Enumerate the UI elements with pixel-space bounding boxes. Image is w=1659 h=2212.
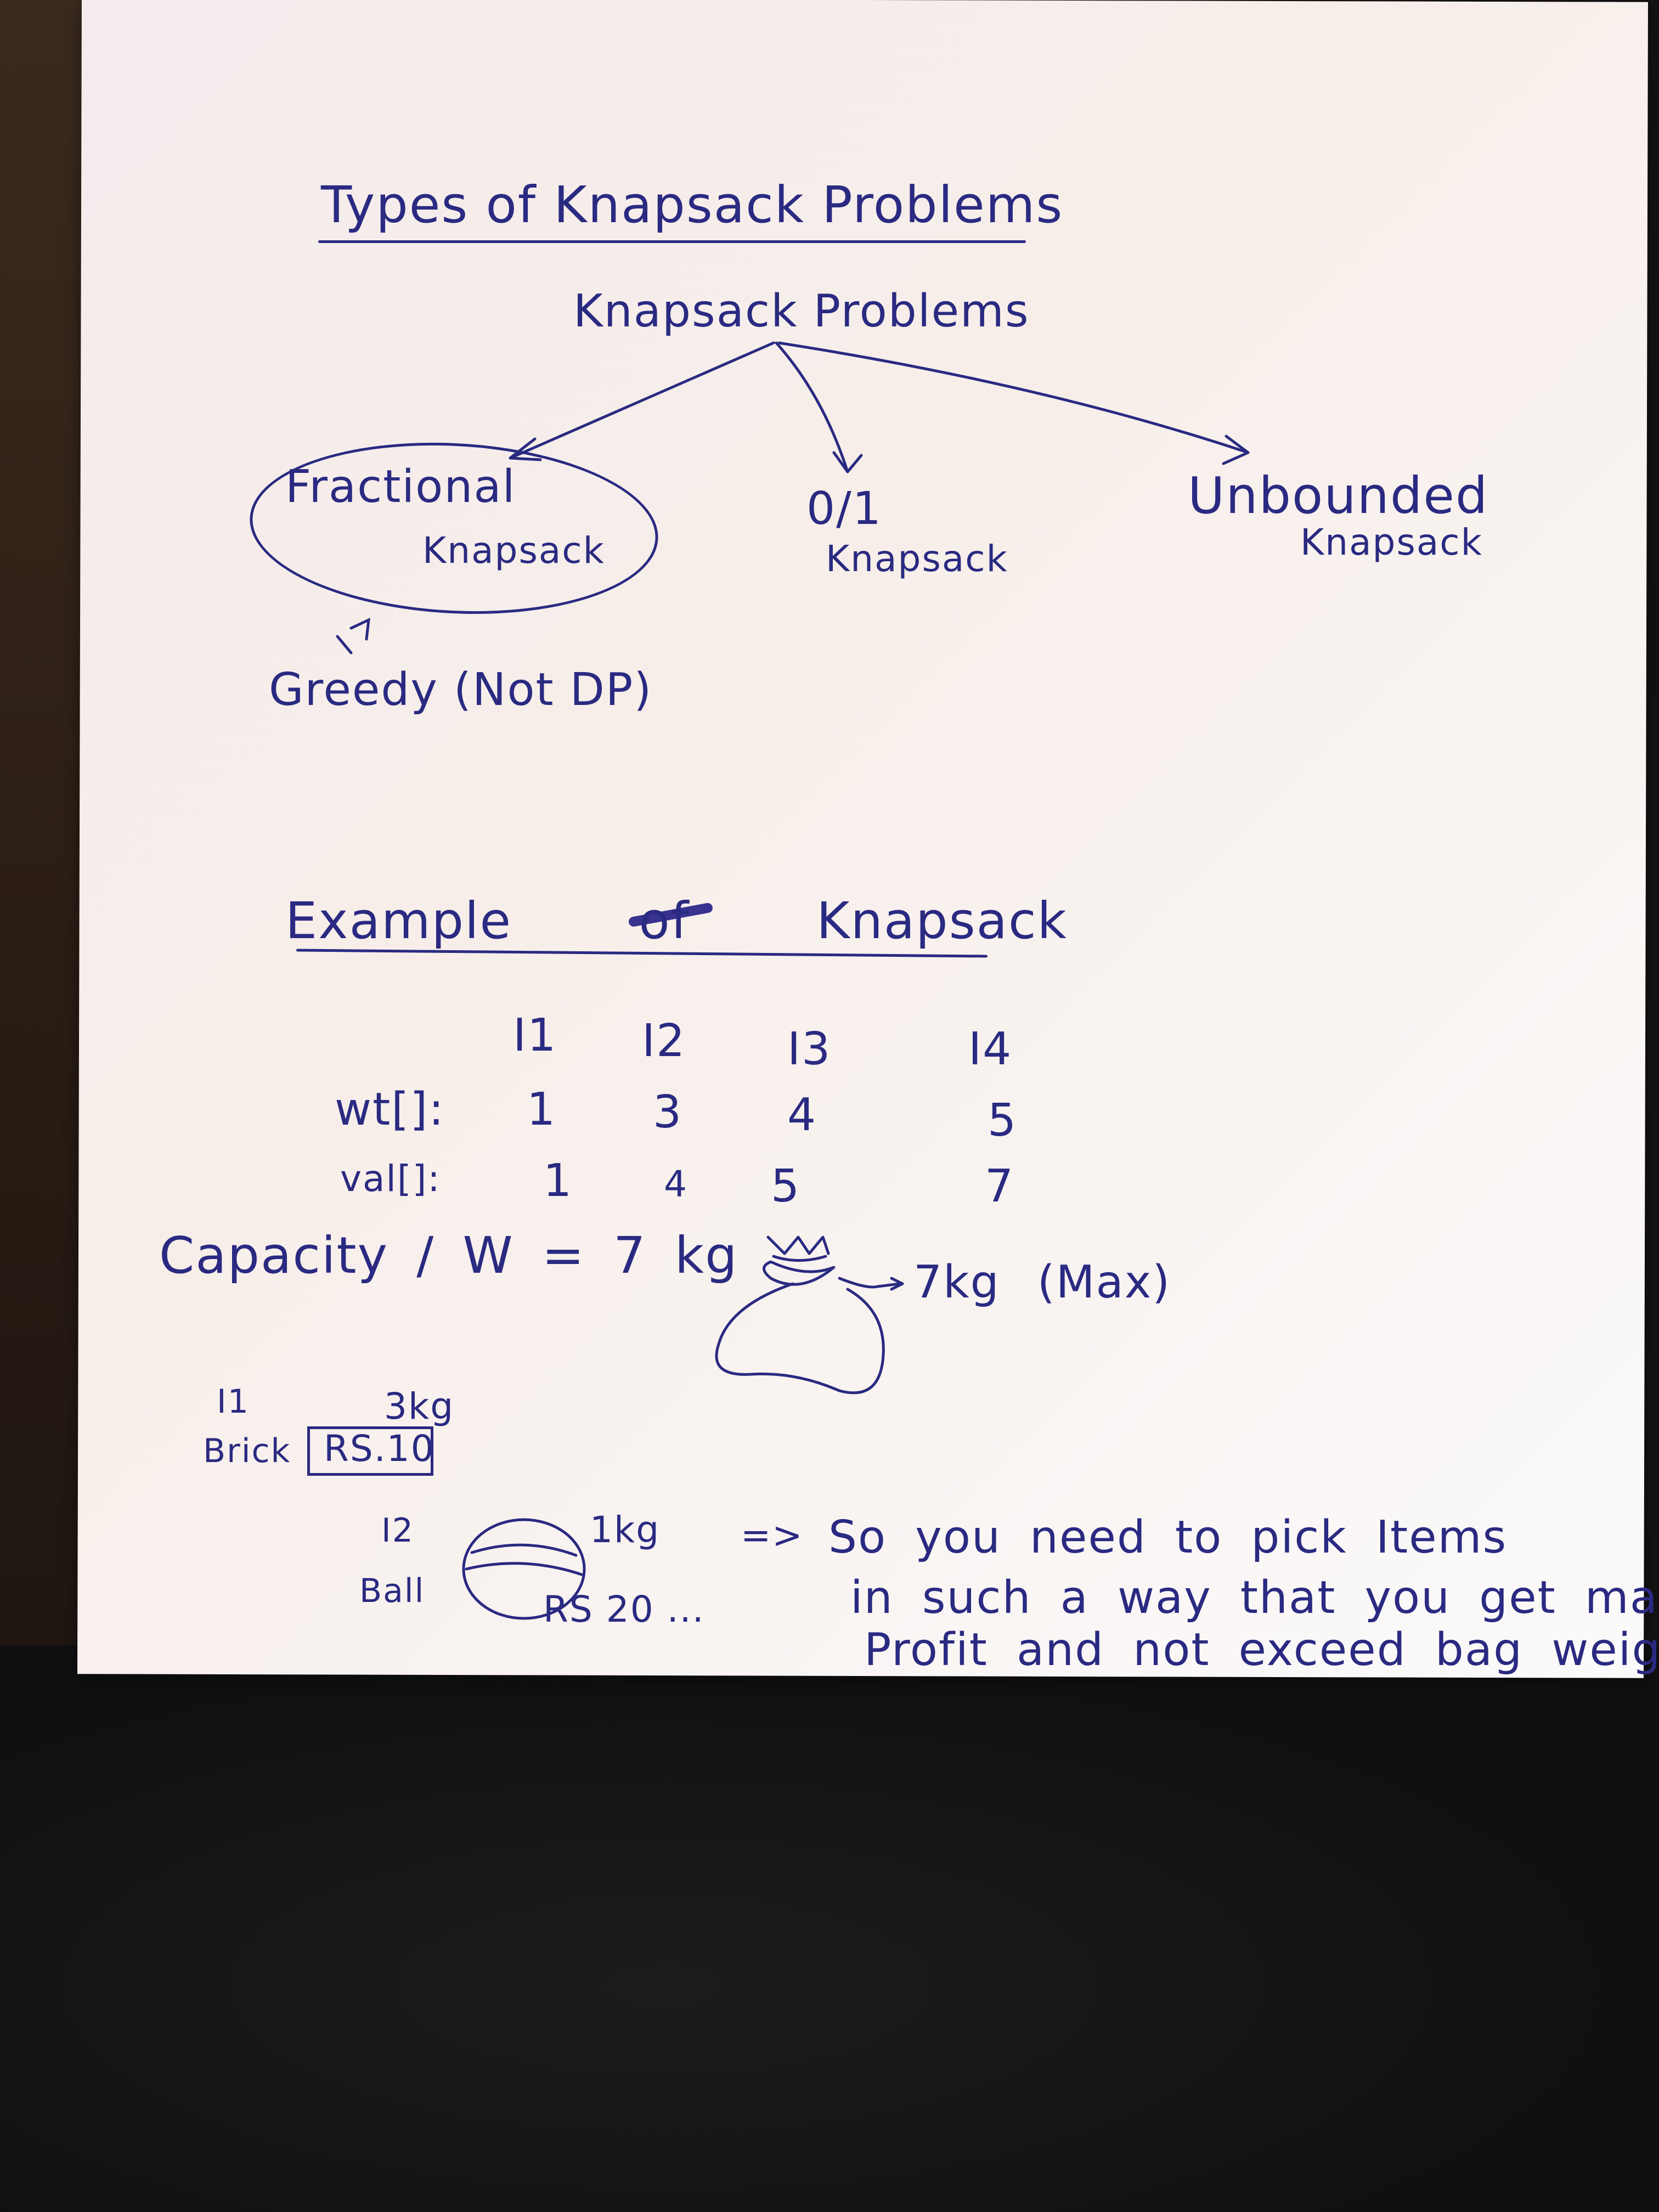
wt-value-4: 5 xyxy=(988,1094,1018,1147)
ball-weight: 1kg xyxy=(590,1509,661,1551)
example-title: Example of Knapsack xyxy=(285,891,1068,950)
ball-name: Ball xyxy=(359,1572,425,1610)
val-value-2: 4 xyxy=(664,1163,688,1205)
item-header-4: I4 xyxy=(968,1023,1013,1075)
val-row-label: val[]: xyxy=(340,1158,441,1200)
item-header-1: I1 xyxy=(513,1009,557,1062)
ball-price: RS 20 ... xyxy=(543,1588,705,1630)
conclusion-line-3: Profit and not exceed bag weight xyxy=(864,1624,1659,1676)
brick-name: Brick xyxy=(203,1432,291,1470)
brick-weight: 3kg xyxy=(384,1385,455,1427)
val-value-1: 1 xyxy=(543,1155,573,1207)
branch-fractional-line2: Knapsack xyxy=(422,529,605,572)
title-underline xyxy=(318,240,1026,243)
ball-id: I2 xyxy=(381,1511,414,1550)
page-title: Types of Knapsack Problems xyxy=(321,176,1064,234)
branch-zero-one-line1: 0/1 xyxy=(806,483,882,535)
dark-fabric-background xyxy=(0,1646,1659,2212)
brick-id: I1 xyxy=(217,1383,250,1421)
branch-unbounded-line2: Knapsack xyxy=(1300,521,1483,563)
tree-root-label: Knapsack Problems xyxy=(573,285,1030,337)
val-value-3: 5 xyxy=(771,1160,801,1212)
bag-capacity-label: 7kg (Max) xyxy=(913,1256,1171,1308)
wt-value-1: 1 xyxy=(527,1084,557,1136)
greedy-note: Greedy (Not DP) xyxy=(269,664,653,716)
branch-fractional-line1: Fractional xyxy=(285,461,516,513)
val-value-4: 7 xyxy=(985,1160,1015,1212)
item-header-2: I2 xyxy=(642,1015,686,1067)
capacity-label: Capacity / W = 7 kg xyxy=(159,1226,738,1285)
conclusion-line-2: in such a way that you get max xyxy=(850,1572,1659,1624)
conclusion-line-1: So you need to pick Items xyxy=(828,1511,1508,1564)
wt-value-2: 3 xyxy=(653,1086,683,1138)
branch-zero-one-line2: Knapsack xyxy=(826,538,1008,580)
item-header-3: I3 xyxy=(787,1023,832,1075)
branch-unbounded-line1: Unbounded xyxy=(1188,466,1489,525)
wooden-surface xyxy=(0,0,82,1646)
brick-price: RS.10 xyxy=(324,1427,435,1470)
wt-row-label: wt[]: xyxy=(335,1084,445,1136)
brick-box xyxy=(307,1426,433,1476)
wt-value-3: 4 xyxy=(787,1089,817,1141)
conclusion-arrow: => xyxy=(741,1514,804,1556)
